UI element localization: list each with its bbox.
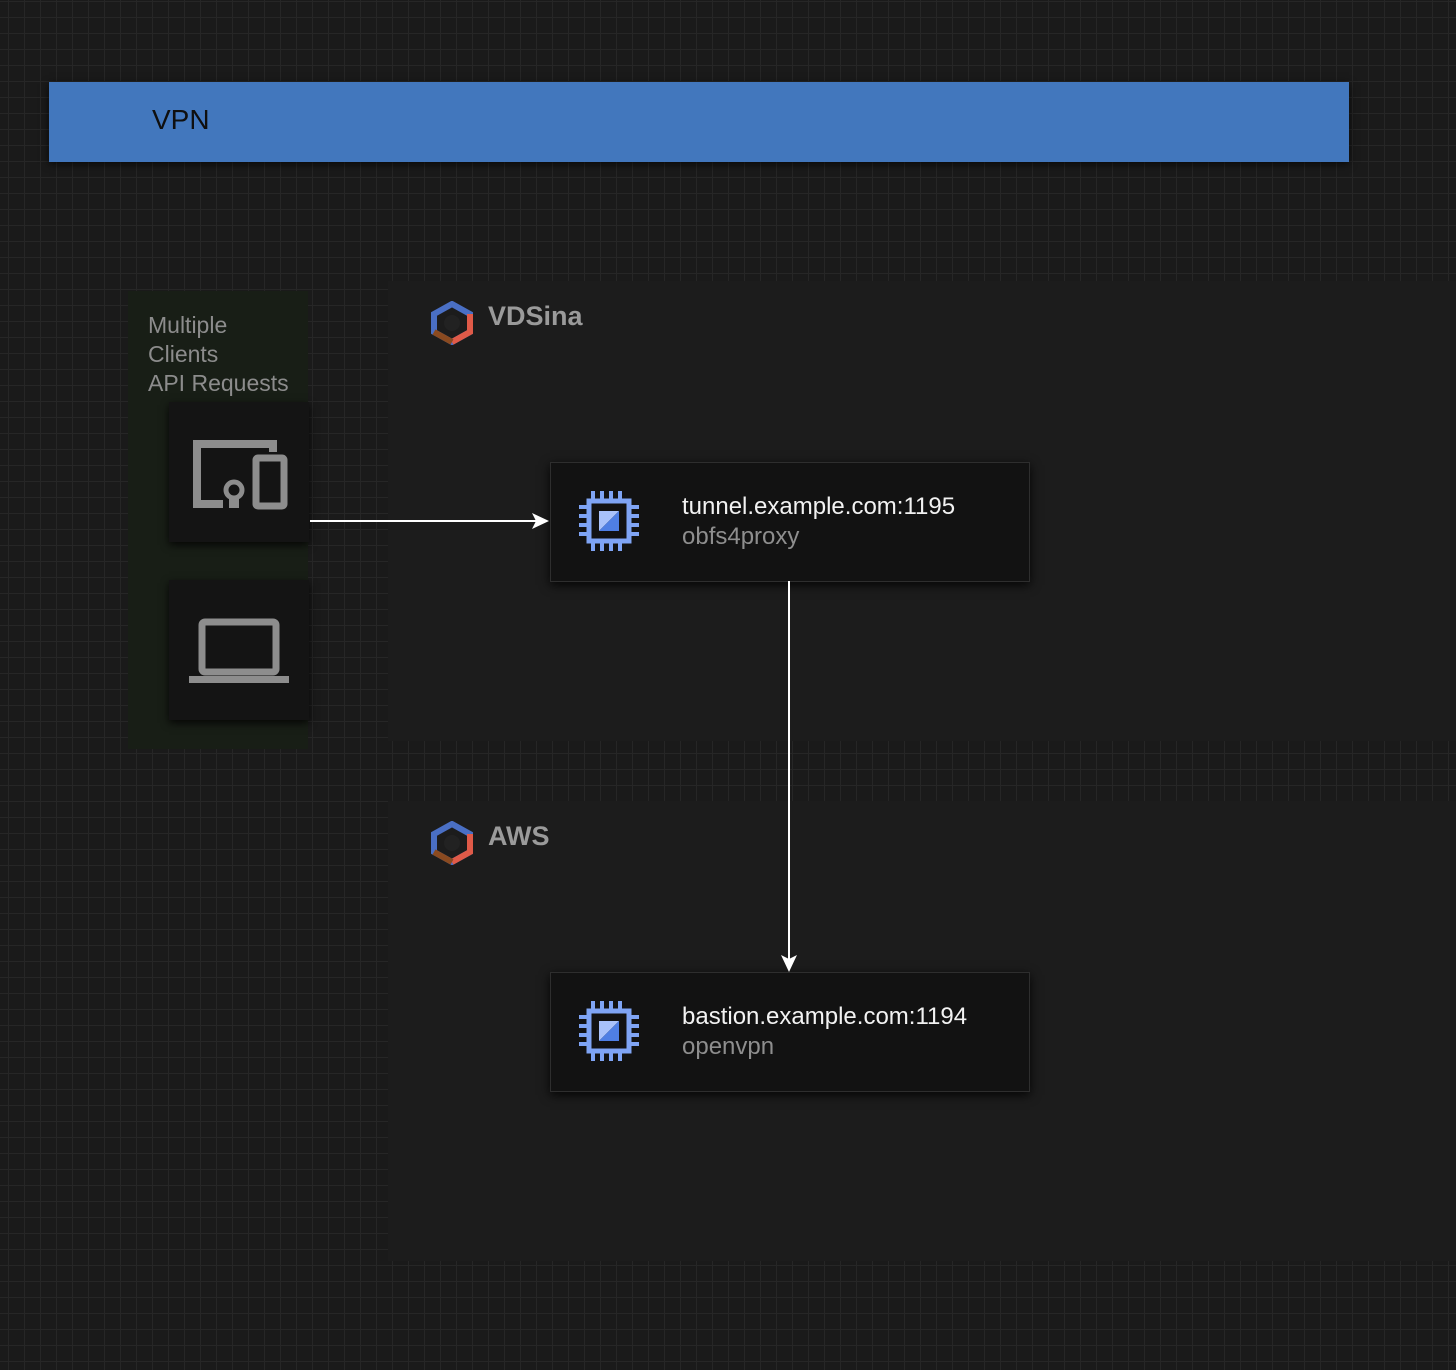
laptop-icon <box>189 618 289 683</box>
devices-icon <box>193 440 288 510</box>
clients-label-line: Multiple <box>148 312 228 338</box>
cloud-hexagon-icon <box>431 301 473 345</box>
cpu-chip-icon <box>579 491 639 551</box>
banner-title: VPN <box>152 104 210 135</box>
node-tunnel[interactable]: tunnel.example.com:1195 obfs4proxy <box>550 462 1030 582</box>
zone-label: AWS <box>488 821 550 851</box>
node-host: bastion.example.com:1194 <box>682 1003 968 1030</box>
node-host: tunnel.example.com:1195 <box>682 493 956 520</box>
client-devices-card[interactable] <box>169 402 309 542</box>
clients-label-line: API Requests <box>148 370 289 396</box>
node-service: obfs4proxy <box>682 523 800 550</box>
clients-label-line: Clients <box>148 341 219 367</box>
node-bastion[interactable]: bastion.example.com:1194 openvpn <box>550 972 1030 1092</box>
cpu-chip-icon <box>579 1001 639 1061</box>
cloud-hexagon-icon <box>431 821 473 865</box>
zone-label: VDSina <box>488 301 583 331</box>
client-laptop-card[interactable] <box>169 580 309 720</box>
clients-group: Multiple Clients API Requests <box>128 291 309 749</box>
vpn-banner: VPN <box>49 82 1349 162</box>
clients-label: Multiple Clients API Requests <box>148 311 308 398</box>
node-service: openvpn <box>682 1033 775 1060</box>
